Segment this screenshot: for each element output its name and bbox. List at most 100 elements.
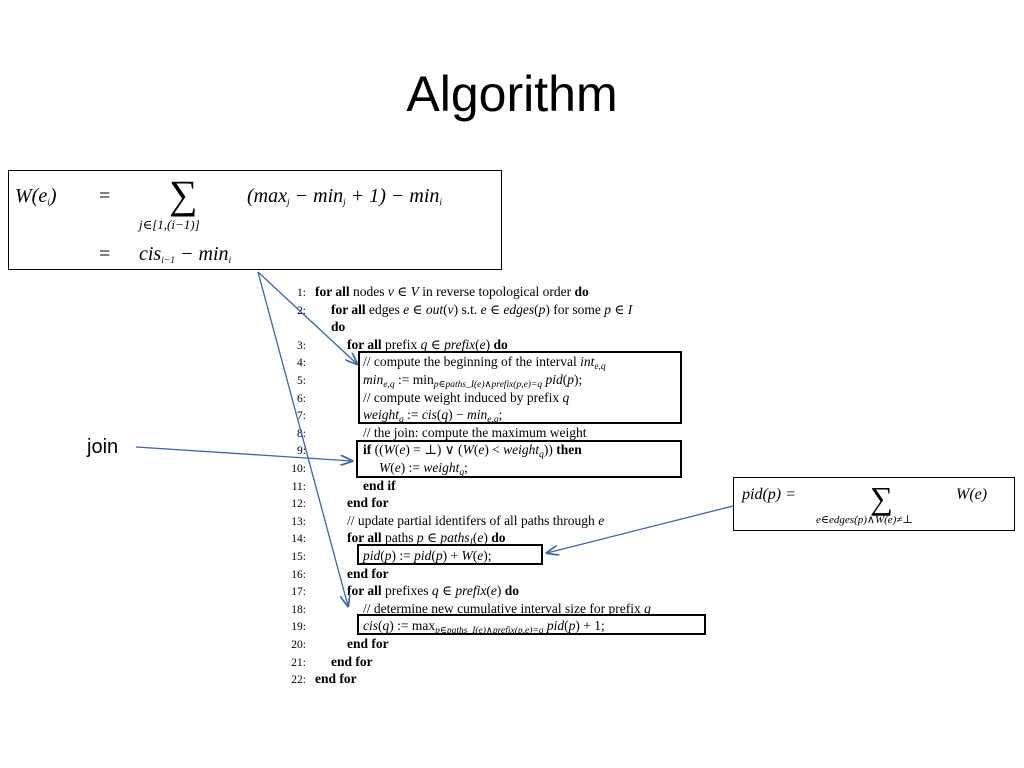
math-symbol: int — [580, 354, 595, 370]
line-number: 7: — [297, 410, 306, 423]
pid-summation-symbol: ∑ — [870, 480, 893, 516]
math-subscript: I — [469, 538, 473, 549]
code-text: ) + — [442, 548, 462, 563]
code-text: ); — [483, 548, 492, 563]
line-number: 21: — [291, 656, 306, 669]
math-symbol: e — [403, 301, 410, 317]
line-code: for all edges e ∈ out(v) s.t. e ∈ edges(… — [331, 301, 632, 319]
line-number: 12: — [291, 498, 306, 511]
code-text: nodes — [349, 284, 388, 299]
highlight-box-min-weight — [358, 351, 682, 424]
algorithm-line: 17:for all prefixes q ∈ prefix(e) do — [288, 582, 519, 600]
code-text: ( — [534, 301, 539, 317]
pid-lhs: pid(p) = — [742, 486, 796, 503]
code-text: ) := — [400, 460, 424, 475]
line-code: // update partial identifers of all path… — [347, 512, 604, 530]
code-text: ∈ — [409, 301, 426, 317]
code-text: ( — [475, 336, 480, 352]
code-text: ) − — [448, 407, 467, 423]
code-text: ∈ — [486, 301, 504, 317]
math-subscript: p∈paths_I(e)∧prefix(p,e)=q — [435, 626, 544, 637]
keyword: end if — [363, 477, 396, 493]
algorithm-line: 1:for all nodes v ∈ V in reverse topolog… — [288, 283, 589, 301]
line-number: 16: — [291, 568, 306, 581]
math-symbol: p — [416, 530, 424, 546]
math-symbol: weight — [503, 442, 540, 458]
math-symbol: e — [477, 548, 484, 563]
code-text: ∈ — [611, 301, 628, 317]
pid-formula-box: pid(p) = ∑ e∈edges(p)∧W(e)≠⊥ W(e) — [733, 477, 1015, 531]
code-text: ( — [436, 407, 442, 423]
math-symbol: v — [447, 301, 454, 317]
algorithm-line: 5:mine,q := minp∈paths_I(e)∧prefix(p,e)=… — [288, 371, 582, 390]
code-text: paths — [381, 530, 417, 546]
code-text: ( — [380, 548, 385, 563]
keyword: for all — [347, 336, 382, 352]
algorithm-line: 14:for all paths p ∈ pathsI(e) do — [288, 529, 505, 549]
math-symbol: W — [383, 442, 395, 458]
keyword: do — [493, 336, 508, 352]
line-code: // compute the beginning of the interval… — [363, 353, 606, 377]
algorithm-line: 19:cis(q) := maxp∈paths_I(e)∧prefix(p,e)… — [288, 617, 605, 637]
algorithm-line: 10:W(e) := weightq; — [288, 459, 468, 478]
line-number: 9: — [297, 445, 306, 458]
line-number: 22: — [291, 674, 306, 687]
math-symbol: weight — [363, 407, 399, 423]
line-code: end if — [363, 477, 396, 495]
algorithm-line: 6: // compute weight induced by prefix q — [288, 389, 569, 407]
line-code: do — [331, 318, 345, 336]
math-symbol: e — [478, 442, 485, 458]
math-symbol: q — [382, 618, 390, 634]
math-symbol: e — [480, 301, 487, 317]
code-text: ∈ — [423, 530, 441, 546]
code-text: := — [403, 407, 422, 423]
code-text: ) — [496, 583, 505, 599]
line-code: // the join: compute the maximum weight — [363, 424, 586, 442]
code-text: ) for some — [545, 301, 605, 317]
keyword: if — [363, 442, 372, 458]
line-number: 5: — [297, 375, 306, 387]
math-symbol: p — [604, 301, 611, 317]
line-code: weightq := cis(q) − mine,q; — [363, 406, 502, 430]
math-symbol: q — [562, 389, 570, 405]
code-text: prefixes — [381, 583, 432, 599]
arrow-join-to-if — [135, 446, 352, 461]
algorithm-line: 18:// determine new cumulative interval … — [288, 600, 651, 618]
code-text: (( — [371, 442, 384, 458]
line-number: 15: — [291, 551, 306, 563]
math-subscript: q — [399, 415, 404, 426]
code-text: )) — [543, 442, 557, 458]
slide-title: Algorithm — [406, 66, 618, 122]
code-text: ) + 1; — [575, 618, 605, 634]
code-text: ) := max — [389, 618, 436, 634]
algorithm-line: 21:end for — [288, 653, 372, 671]
code-text: // the join: compute the maximum weight — [363, 424, 587, 440]
code-text: // compute weight induced by prefix — [363, 389, 563, 405]
math-subscript: e,q — [487, 415, 499, 426]
line-number: 20: — [291, 639, 306, 651]
code-text: ( — [472, 548, 478, 563]
code-text: ) s.t. — [453, 301, 481, 317]
math-symbol: W — [379, 460, 391, 475]
math-symbol: e — [399, 442, 406, 458]
algorithm-line: 16:end for — [288, 565, 388, 583]
algorithm-line: 13:// update partial identifers of all p… — [288, 512, 604, 530]
code-text: ) — [485, 336, 494, 352]
line-code: end for — [315, 670, 357, 688]
code-text: edges — [365, 301, 404, 317]
math-symbol: p — [568, 618, 576, 634]
line-code: end for — [347, 494, 389, 512]
code-text: ( — [564, 618, 569, 634]
algorithm-line: 4:// compute the beginning of the interv… — [288, 353, 606, 372]
code-text: ) := — [391, 548, 415, 563]
arrow-formula-to-min — [257, 271, 357, 364]
algorithm-line: 20:end for — [288, 635, 388, 653]
math-symbol: e — [479, 336, 486, 352]
keyword: end for — [315, 671, 357, 687]
math-symbol: V — [410, 284, 419, 299]
code-text: ( — [472, 530, 478, 546]
math-symbol: min — [466, 407, 488, 423]
line-code: if ((W(e) = ⊥) ∨ (W(e) < weightq)) then — [363, 441, 582, 465]
math-symbol: p — [435, 548, 443, 563]
line-number: 6: — [297, 392, 306, 405]
